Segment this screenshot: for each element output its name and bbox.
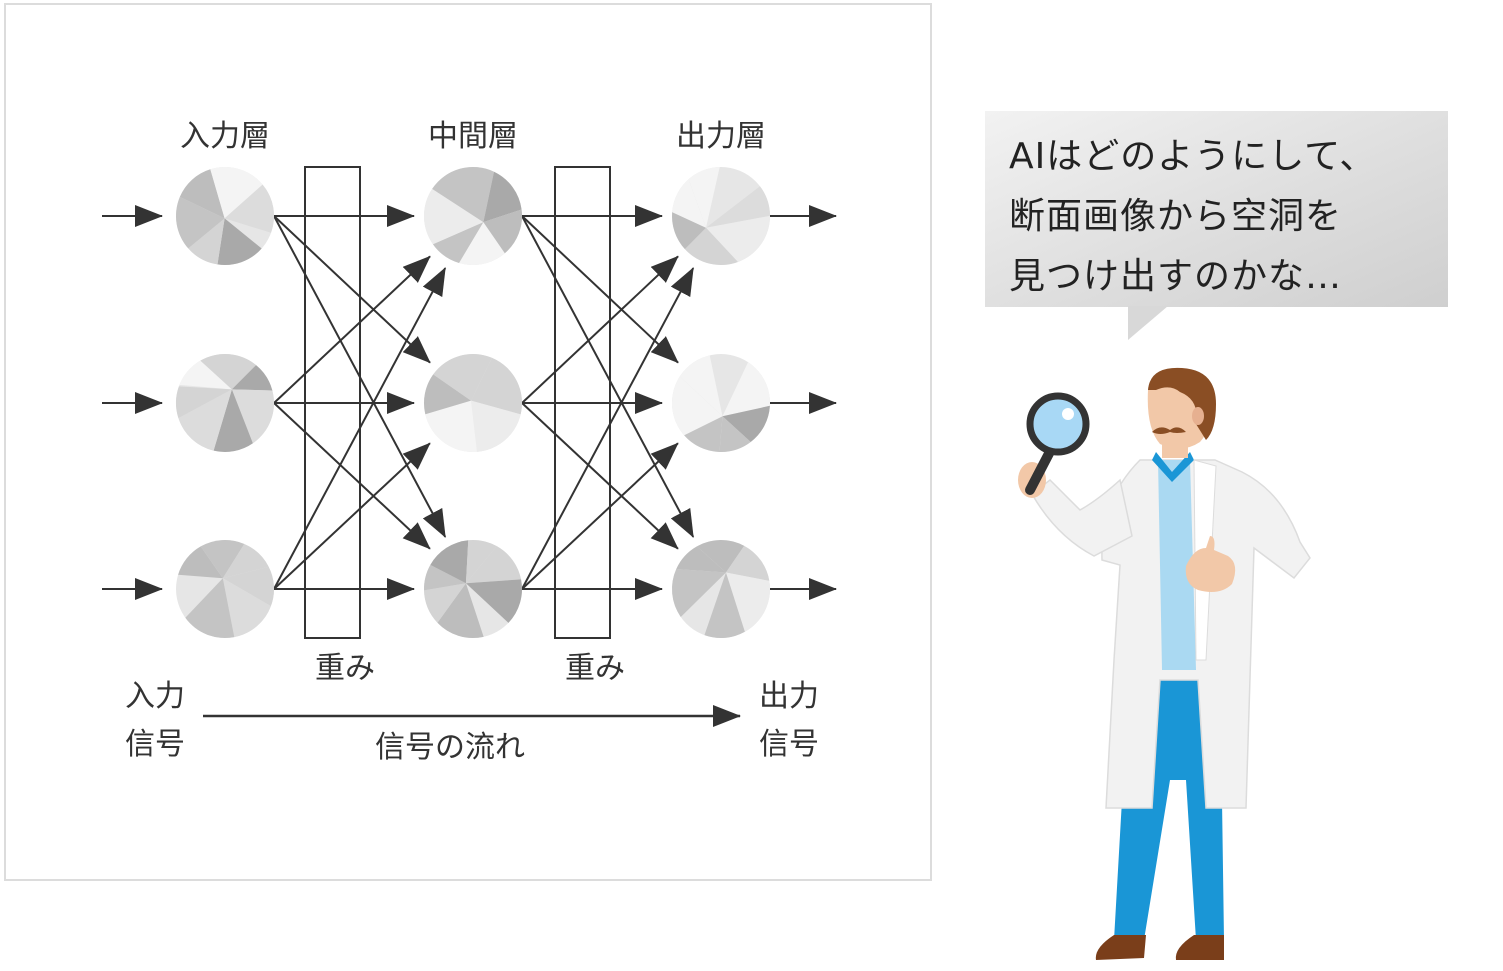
nodes	[175, 167, 771, 638]
weight-label-1: 重み	[315, 651, 375, 686]
bubble-line-2: 断面画像から空洞を	[1009, 196, 1343, 237]
scientist-illustration	[1018, 367, 1311, 960]
connection-0-0-2	[273, 215, 447, 538]
layer-label-input: 入力層	[180, 119, 270, 154]
input-signal-label-1: 入力	[125, 679, 185, 714]
speech-bubble-tail	[1128, 306, 1168, 340]
scientist-hand-chest	[1185, 536, 1236, 592]
bubble-line-3: 見つけ出すのかな…	[1009, 256, 1343, 297]
output-signal-label-1: 出力	[759, 679, 819, 714]
connection-1-1-0	[521, 255, 679, 404]
node-1-1	[424, 354, 522, 452]
node-0-0	[176, 167, 274, 265]
weight-label-2: 重み	[565, 651, 625, 686]
connection-0-1-2	[273, 402, 431, 550]
node-0-2	[176, 540, 274, 638]
connection-1-2-0	[521, 267, 695, 590]
scientist-ear	[1192, 407, 1204, 425]
node-1-2	[424, 540, 522, 638]
node-0-1	[175, 354, 274, 452]
connection-0-2-0	[273, 267, 447, 590]
node-2-1	[672, 354, 771, 452]
output-signal-label-2: 信号	[759, 727, 819, 762]
connection-0-2-1	[273, 442, 431, 590]
scientist-mustache	[1152, 427, 1186, 434]
scientist-shoe-right	[1175, 935, 1224, 960]
connection-1-0-1	[521, 215, 679, 364]
scientist-shirt	[1158, 460, 1196, 670]
bubble-line-1: AIはどのようにして、	[1009, 136, 1377, 177]
connection-0-0-1	[273, 215, 431, 364]
connection-1-0-2	[521, 215, 695, 538]
node-1-0	[424, 167, 522, 265]
connection-1-1-2	[521, 402, 679, 550]
connection-1-2-1	[521, 442, 679, 590]
scientist-shoe-left	[1095, 935, 1146, 960]
node-2-2	[672, 540, 770, 638]
speech-bubble: AIはどのようにして、 断面画像から空洞を 見つけ出すのかな…	[985, 111, 1448, 307]
connections	[273, 205, 695, 600]
node-2-0	[671, 167, 770, 265]
signal-flow-label: 信号の流れ	[375, 730, 525, 765]
magnifier-lens	[1026, 392, 1090, 456]
input-signal-label-2: 信号	[125, 727, 185, 762]
magnifier-glint	[1062, 408, 1074, 420]
neural-network-diagram: 入力層 中間層 出力層 重み 重み 入力 信号 出力 信号 信号の流れ	[102, 119, 837, 765]
scientist-arm	[1031, 478, 1133, 557]
scientist-collar	[1152, 452, 1194, 482]
layer-label-output: 出力層	[676, 119, 766, 154]
layer-label-hidden: 中間層	[428, 119, 518, 154]
connection-0-1-0	[273, 255, 431, 404]
io-arrows	[102, 205, 837, 600]
